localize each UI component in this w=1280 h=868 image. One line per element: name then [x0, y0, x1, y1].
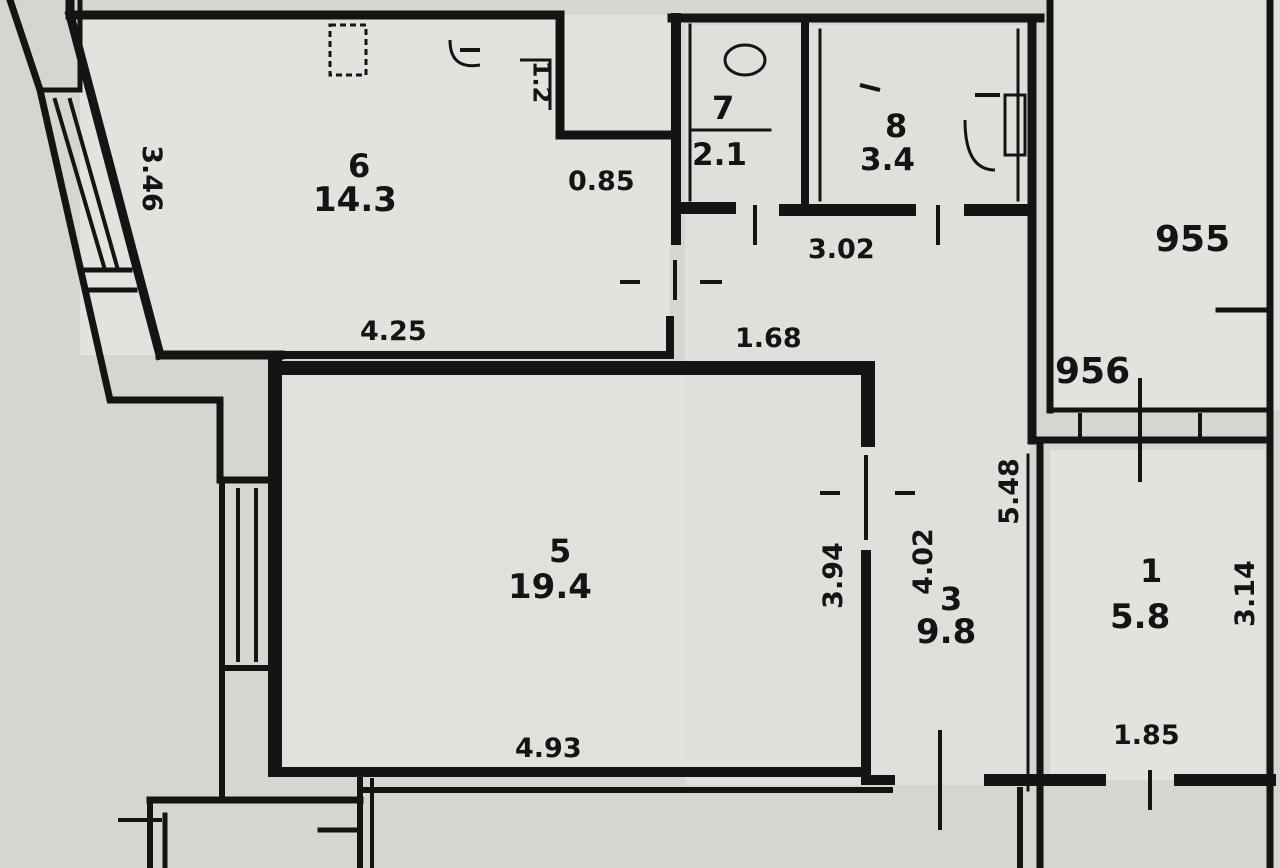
- room-7-number: 7: [712, 89, 735, 127]
- room-6-area: 14.3: [313, 180, 397, 220]
- dimension-4-25: 4.25: [360, 316, 427, 347]
- room-5-area: 19.4: [508, 567, 592, 607]
- dimension-1-85: 1.85: [1113, 720, 1180, 751]
- unit-code-956: 956: [1055, 351, 1131, 392]
- corridor-floor: [685, 25, 1030, 785]
- room-3-number: 3: [940, 580, 963, 618]
- dimension-4-02: 4.02: [907, 528, 939, 595]
- dimension-3-46: 3.46: [135, 145, 167, 212]
- dimension-3-14: 3.14: [1229, 560, 1261, 627]
- room-8-number: 8: [885, 107, 908, 145]
- dimension-0-85: 0.85: [568, 166, 635, 197]
- unit-code-955: 955: [1155, 219, 1231, 260]
- room-5-number: 5: [549, 532, 572, 570]
- outer-walls: [6, 0, 1276, 868]
- dimension-3-94: 3.94: [817, 542, 849, 609]
- dimension-3-02: 3.02: [808, 234, 875, 265]
- room-1-area: 5.8: [1110, 597, 1171, 637]
- dimension-4-93: 4.93: [515, 733, 582, 764]
- dimension-5-48: 5.48: [993, 458, 1025, 525]
- room-1-floor: [1050, 450, 1265, 780]
- neighbor-unit-floor: [1050, 0, 1280, 410]
- dimension-1-2: 1.2: [527, 60, 556, 104]
- room-3-area: 9.8: [916, 612, 977, 652]
- dimension-1-68: 1.68: [735, 323, 802, 354]
- room-6-floor: [80, 15, 670, 355]
- door-markers: [460, 48, 1152, 830]
- room-6-number: 6: [348, 147, 371, 185]
- room-7-area: 2.1: [692, 137, 747, 173]
- room-8-area: 3.4: [860, 142, 915, 178]
- room-1-number: 1: [1140, 552, 1163, 590]
- fixtures: [328, 23, 1027, 172]
